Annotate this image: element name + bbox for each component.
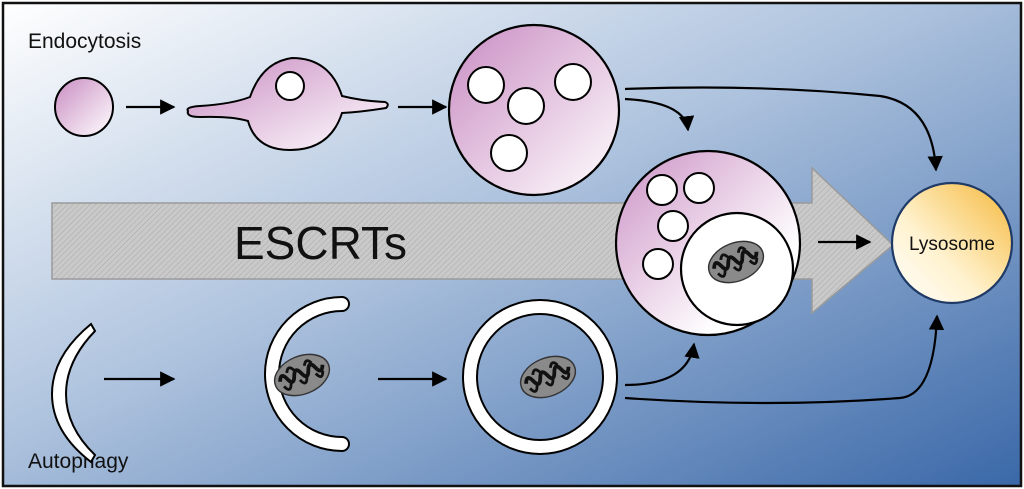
autophagy-label: Autophagy bbox=[28, 450, 129, 473]
expanding-phagophore bbox=[264, 296, 350, 452]
multivesicular-body bbox=[447, 23, 621, 197]
amphisome bbox=[614, 149, 802, 337]
lysosome-label: Lysosome bbox=[909, 234, 995, 255]
endosome-budding bbox=[186, 56, 389, 152]
intraluminal-vesicle bbox=[275, 71, 305, 101]
phagophore bbox=[50, 322, 97, 464]
arrow-mvb-to-amphisome bbox=[624, 97, 695, 132]
early-vesicle bbox=[54, 77, 114, 137]
autophagosome bbox=[462, 299, 618, 455]
lysosome bbox=[890, 181, 1014, 305]
arrow-autophagosome-to-lysosome bbox=[624, 314, 945, 405]
arrow-mvb-to-lysosome bbox=[624, 86, 943, 172]
arrow-autophagosome-to-amphisome bbox=[624, 342, 700, 387]
escrt-label: ESCRTs bbox=[234, 217, 407, 269]
endocytosis-label: Endocytosis bbox=[28, 30, 141, 53]
